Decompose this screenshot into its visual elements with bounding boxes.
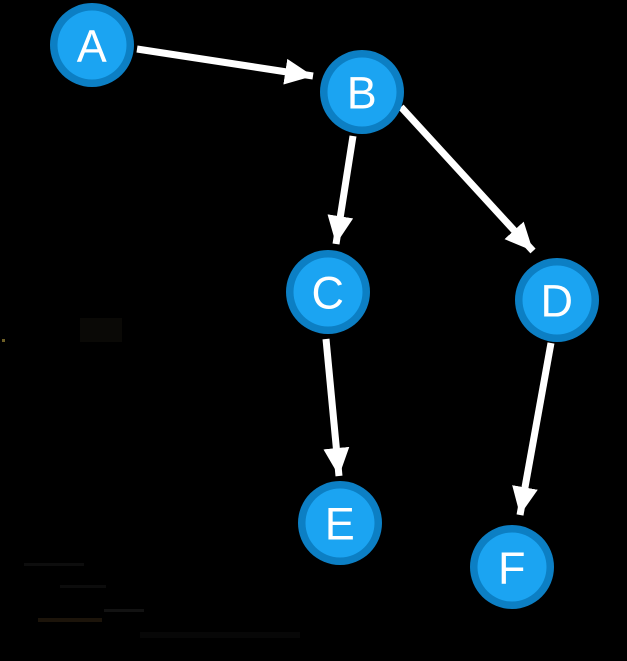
node-body <box>522 265 592 335</box>
edge-A-B <box>136 45 314 85</box>
background-artifact <box>60 585 106 588</box>
node-C[interactable]: C <box>286 250 370 334</box>
node-body <box>305 488 375 558</box>
node-label: C <box>312 268 345 319</box>
background-artifact <box>38 618 102 622</box>
node-body <box>293 257 363 327</box>
edge-B-D <box>398 104 536 254</box>
background-artifact <box>104 609 144 612</box>
background-artifact <box>140 632 300 638</box>
node-label: A <box>77 21 108 72</box>
node-label: B <box>347 68 378 119</box>
background-artifact <box>80 318 122 342</box>
node-A[interactable]: A <box>50 3 134 87</box>
node-body <box>477 532 547 602</box>
edges-layer <box>136 45 555 516</box>
node-label: D <box>541 276 574 327</box>
background-artifact <box>24 563 84 566</box>
nodes-layer: A B C D E F <box>50 3 599 609</box>
edge-B-C <box>327 135 357 245</box>
node-F[interactable]: F <box>470 525 554 609</box>
node-label: E <box>325 499 356 550</box>
edge-D-F <box>512 342 555 516</box>
edge-C-E <box>322 338 350 477</box>
node-E[interactable]: E <box>298 481 382 565</box>
node-D[interactable]: D <box>515 258 599 342</box>
node-B[interactable]: B <box>320 50 404 134</box>
background-artifacts <box>2 318 300 638</box>
node-body <box>327 57 397 127</box>
node-body <box>57 10 127 80</box>
node-label: F <box>498 543 526 594</box>
background-artifact <box>2 339 5 342</box>
